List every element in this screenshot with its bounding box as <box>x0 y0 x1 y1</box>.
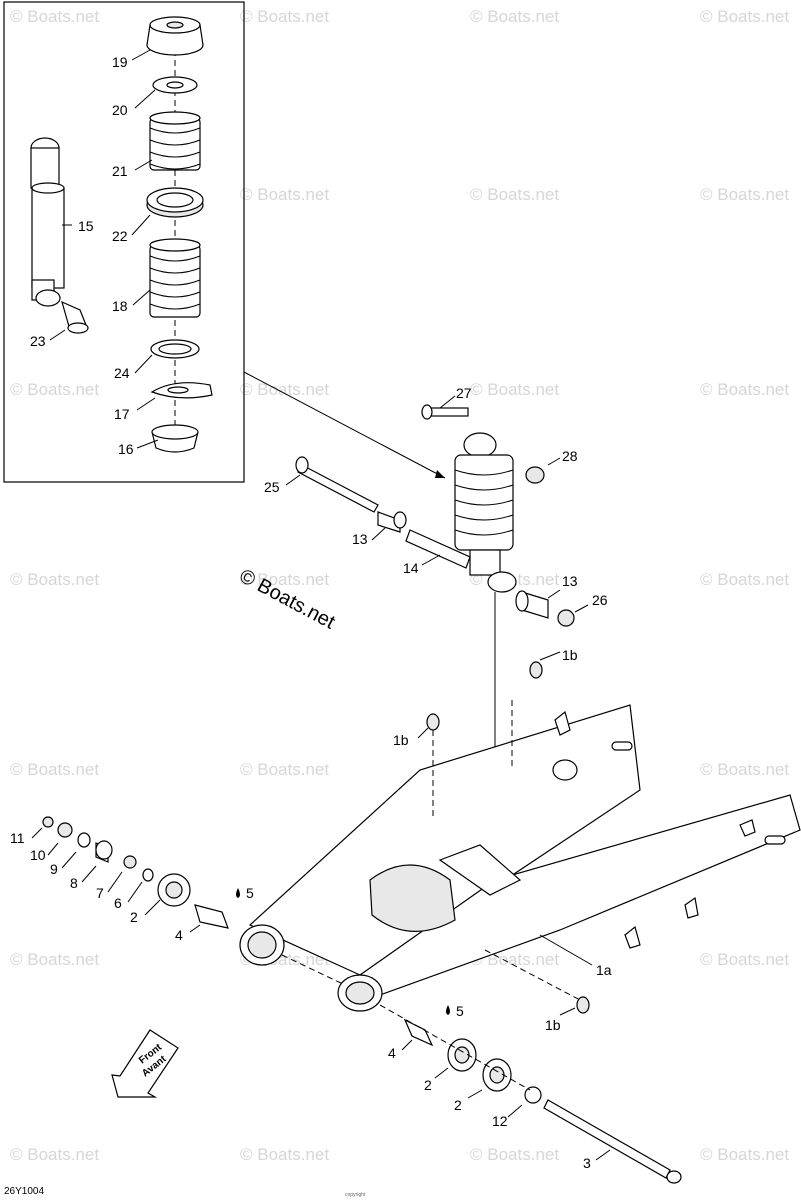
watermark: © Boats.net <box>470 7 559 26</box>
callout-1b: 1b <box>562 647 578 663</box>
ring <box>150 339 200 359</box>
plate <box>150 382 213 399</box>
callout-5: 5 <box>456 1003 464 1019</box>
shock-assembly <box>285 395 589 865</box>
watermark: © Boats.net <box>240 570 329 589</box>
watermark: © Boats.net <box>700 185 789 204</box>
watermark: © Boats.net <box>470 380 559 399</box>
watermark: © Boats.net <box>10 7 99 26</box>
watermark: © Boats.net <box>700 380 789 399</box>
callout-7: 7 <box>96 885 104 901</box>
callout-18: 18 <box>112 298 128 314</box>
watermark: © Boats.net <box>10 950 99 969</box>
spring-upper <box>149 111 201 171</box>
callout-2: 2 <box>130 909 138 925</box>
watermark: © Boats.net <box>10 570 99 589</box>
adjuster-collar <box>151 424 199 453</box>
watermark: © Boats.net <box>470 1145 559 1164</box>
inset-frame <box>3 1 245 483</box>
callout-14: 14 <box>403 560 419 576</box>
watermark: © Boats.net <box>700 570 789 589</box>
grease-drop-icon <box>446 1005 450 1015</box>
watermark: © Boats.net <box>240 760 329 779</box>
callout-9: 9 <box>50 861 58 877</box>
callout-12: 12 <box>492 1113 508 1129</box>
callout-11: 11 <box>10 830 25 846</box>
watermark: © Boats.net <box>10 1145 99 1164</box>
watermark: © Boats.net <box>700 950 789 969</box>
shock-callouts: 27 28 25 13 14 13 26 <box>264 385 608 608</box>
callout-16: 16 <box>118 441 134 457</box>
callout-1b: 1b <box>545 1017 561 1033</box>
callout-21: 21 <box>112 163 128 179</box>
callout-13: 13 <box>352 531 368 547</box>
left-callouts: 11 10 9 8 7 6 2 4 5 <box>10 830 254 943</box>
callout-1a: 1a <box>596 962 612 978</box>
footer-note: copyright <box>345 1192 366 1198</box>
inset-shock-components <box>30 16 213 453</box>
callout-5: 5 <box>246 885 254 901</box>
watermark: © Boats.net <box>240 380 329 399</box>
callout-19: 19 <box>112 54 128 70</box>
callout-4: 4 <box>175 927 183 943</box>
callout-10: 10 <box>30 847 46 863</box>
right-pivot-hardware <box>379 1004 682 1184</box>
front-direction-arrow: Front Avant <box>111 1029 179 1098</box>
watermark: © Boats.net <box>700 760 789 779</box>
callout-8: 8 <box>70 875 78 891</box>
swing-arm <box>239 704 801 1012</box>
shock-body <box>30 137 65 307</box>
drawing-code: 26Y1004 <box>4 1186 44 1197</box>
watermark: © Boats.net <box>10 380 99 399</box>
watermark: © Boats.net <box>240 185 329 204</box>
bushing <box>61 300 89 334</box>
watermark: © Boats.net <box>10 760 99 779</box>
callout-25: 25 <box>264 479 280 495</box>
callout-26: 26 <box>592 592 608 608</box>
callout-6: 6 <box>114 895 122 911</box>
watermark: © Boats.net <box>240 7 329 26</box>
spring-spacer <box>146 187 204 218</box>
callout-15: 15 <box>78 218 94 234</box>
callout-3: 3 <box>583 1155 591 1171</box>
watermark: © Boats.net <box>700 1145 789 1164</box>
grease-fittings <box>417 651 593 1016</box>
callout-17: 17 <box>114 406 130 422</box>
swingarm-callouts: 1b 1b 1b 1a <box>393 647 612 1033</box>
spring-seat-top <box>146 16 204 56</box>
spring-lower <box>149 238 201 318</box>
callout-23: 23 <box>30 333 46 349</box>
callout-1b: 1b <box>393 732 409 748</box>
callout-13: 13 <box>562 573 578 589</box>
watermark: © Boats.net <box>700 7 789 26</box>
callout-4: 4 <box>388 1045 396 1061</box>
right-callouts: 5 4 2 2 12 3 <box>388 1003 591 1171</box>
inset-pointer-arrow <box>243 371 446 479</box>
callout-22: 22 <box>112 228 128 244</box>
watermark: © Boats.net <box>470 185 559 204</box>
callout-2: 2 <box>454 1097 462 1113</box>
callout-24: 24 <box>114 365 130 381</box>
left-pivot-hardware <box>31 816 229 933</box>
retainer-clip <box>152 76 198 94</box>
callout-2: 2 <box>424 1077 432 1093</box>
grease-drop-icon <box>236 888 240 898</box>
inset-callouts: 19 20 21 22 18 24 17 16 15 23 <box>30 54 134 457</box>
watermark-grid: © Boats.net © Boats.net © Boats.net © Bo… <box>10 7 789 1164</box>
watermark: © Boats.net <box>240 1145 329 1164</box>
callout-28: 28 <box>562 448 578 464</box>
callout-27: 27 <box>456 385 472 401</box>
callout-20: 20 <box>112 102 128 118</box>
